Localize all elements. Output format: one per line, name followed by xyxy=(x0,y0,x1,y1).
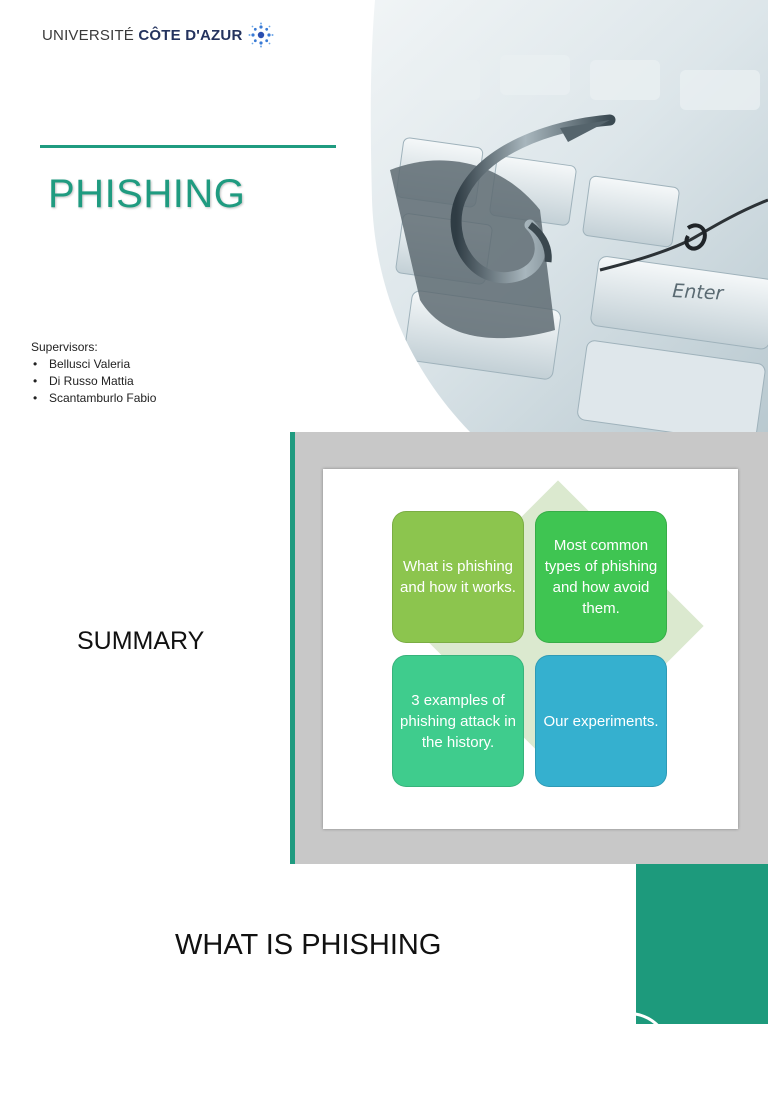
supervisors-list: Bellusci Valeria Di Russo Mattia Scantam… xyxy=(31,356,156,407)
presentation-title: PHISHING xyxy=(48,172,246,216)
summary-title: SUMMARY xyxy=(77,627,205,655)
logo-text: UNIVERSITÉ CÔTE D'AZUR xyxy=(42,27,243,44)
supervisors-block: Supervisors: Bellusci Valeria Di Russo M… xyxy=(31,339,156,407)
slide3-circle-decoration xyxy=(587,1012,671,1096)
summary-box-common-types: Most common types of phishing and how av… xyxy=(535,511,667,643)
university-logo: UNIVERSITÉ CÔTE D'AZUR xyxy=(42,22,274,48)
supervisor-item: Scantamburlo Fabio xyxy=(31,390,156,407)
supervisors-label: Supervisors: xyxy=(31,340,98,354)
logo-text-bold: CÔTE D'AZUR xyxy=(138,26,243,44)
dotted-star-icon xyxy=(248,22,273,48)
summary-box-experiments: Our experiments. xyxy=(535,655,667,787)
fishhook-keyboard-image: Enter xyxy=(370,0,768,432)
supervisor-item: Di Russo Mattia xyxy=(31,373,156,390)
photo-enter-key-label: Enter xyxy=(672,280,725,305)
what-is-phishing-title: WHAT IS PHISHING xyxy=(175,929,442,961)
supervisor-item: Bellusci Valeria xyxy=(31,356,156,373)
summary-box-what-is-phishing: What is phishing and how it works. xyxy=(392,511,524,643)
slide3-accent-band xyxy=(636,864,768,1024)
title-slide: UNIVERSITÉ CÔTE D'AZUR PHISHING Supervis… xyxy=(0,0,768,432)
title-divider xyxy=(40,145,336,148)
logo-text-regular: UNIVERSITÉ xyxy=(42,26,139,44)
summary-box-examples: 3 examples of phishing attack in the his… xyxy=(392,655,524,787)
